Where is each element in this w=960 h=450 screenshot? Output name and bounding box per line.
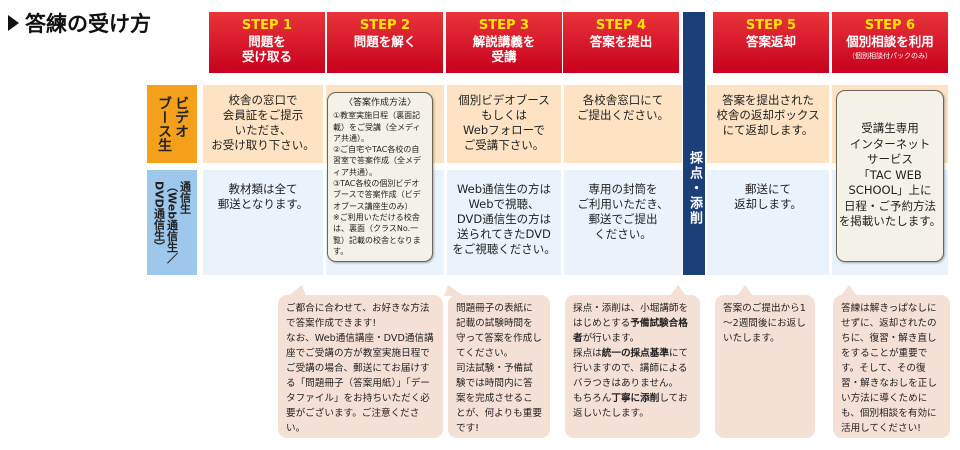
web-school-box: 受講生専用 インターネット サービス 「TAC WEB SCHOOL」上に 日程… — [836, 90, 944, 262]
note-step4: 採点・添削は、小堀講師をはじめとする予備試験合格者が行います。 採点は統一の採点… — [565, 285, 700, 438]
video-step4-cell: 各校舎窓口にて ご提出ください。 — [564, 85, 682, 163]
video-step1-cell: 校舎の窓口で 会員証をご提示 いただき、 お受け取り下さい。 — [203, 85, 323, 163]
answer-method-box: 〈答案作成方法〉①教室実施日程（裏面記載）をご受講（全メディア共通）。 ②ご自宅… — [327, 92, 433, 262]
video-step5-cell: 答案を提出された 校舎の返却ボックス にて返却します。 — [707, 85, 829, 163]
corr-step5-cell: 郵送にて 返却します。 — [707, 170, 829, 275]
note-step3: 問題冊子の表紙に記載の試験時間を守って答案を作成してください。 司法試験・予備試… — [444, 285, 550, 438]
grading-bar: 採点・添削 — [683, 12, 705, 275]
corr-step1-cell: 教材類は全て 郵送となります。 — [203, 170, 323, 275]
video-booth-label: ビデオ ブース生 — [147, 85, 197, 163]
note-step5: 答案のご提出から1～2週間後にお返しいたします。 — [715, 285, 815, 438]
note-step2: ご都合に合わせて、お好きな方法で答案作成できます! なお、Web通信講座・DVD… — [278, 285, 443, 438]
page-title: 答練の受け方 — [8, 8, 151, 38]
corr-step4-cell: 専用の封筒を ご利用いただき、 郵送でご提出 ください。 — [564, 170, 682, 275]
corr-step3-cell: Web通信生の方は Webで視聴、 DVD通信生の方は 送られてきたDVD をご… — [447, 170, 561, 275]
note-step6: 答練は解きっぱなしにせずに、返却されたのちに、復習・解き直しをすることが重要です… — [833, 285, 950, 438]
correspondence-label: 通信生 （Web通信生／ DVD通信生） — [147, 170, 197, 275]
triangle-icon — [8, 15, 19, 31]
video-step3-cell: 個別ビデオブース もしくは Webフォローで ご受講下さい。 — [447, 85, 561, 163]
